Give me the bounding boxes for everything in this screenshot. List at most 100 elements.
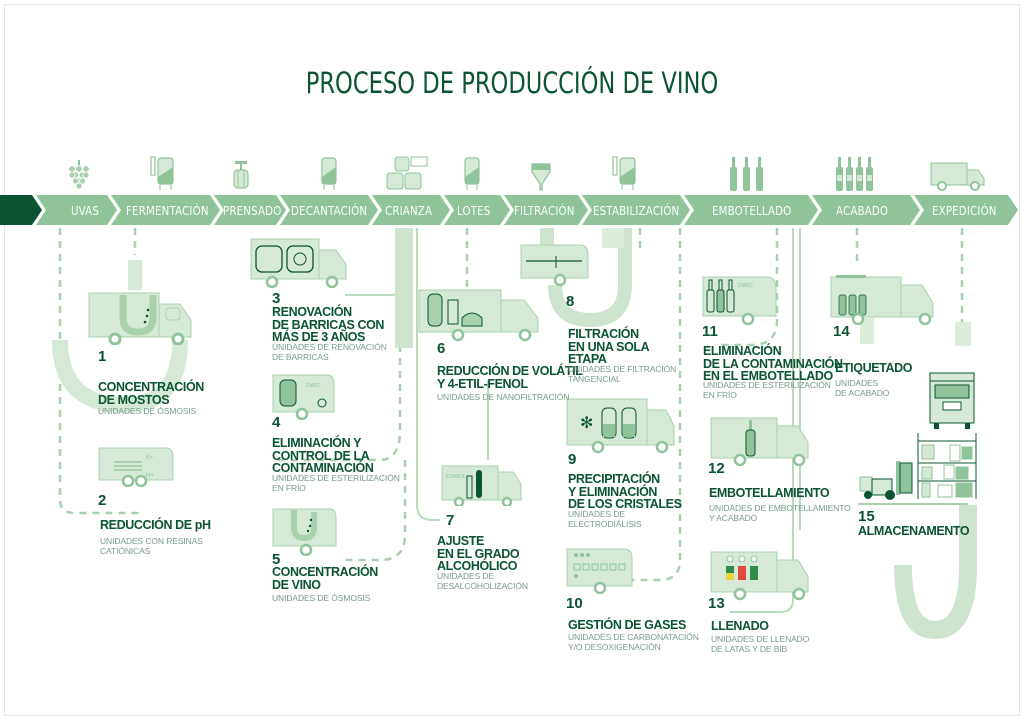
gas-management-trailer-icon xyxy=(566,548,633,594)
step-6-number: 6 xyxy=(437,340,446,357)
k-plus-label: K+ xyxy=(146,455,154,461)
chevron-uvas xyxy=(36,195,117,225)
dmdc-label-2: DMDC xyxy=(738,283,753,289)
chevron-filtracion xyxy=(504,195,588,225)
dmdc-label: DMDC xyxy=(306,383,321,389)
step-7-number: 7 xyxy=(446,512,455,529)
stage-label-uvas: UVAS xyxy=(71,203,100,218)
stage-label-acabado: ACABADO xyxy=(836,203,889,218)
sterilization-trailer-icon: DMDC xyxy=(272,374,335,420)
chevron-lotes xyxy=(444,195,510,225)
step-12-number: 12 xyxy=(708,460,725,477)
step-15-title: ALMACENAMENTO xyxy=(858,524,970,538)
connector-embot-line-a xyxy=(730,228,794,613)
nanofiltration-truck-icon xyxy=(418,289,539,342)
chevron-acabado xyxy=(812,195,920,225)
chevron-embotellado xyxy=(684,195,818,225)
step-2-title: REDUCCIÓN DE pH xyxy=(100,518,211,532)
warehouse-forklift-icon xyxy=(859,433,977,500)
chevron-decantacion xyxy=(280,195,378,225)
step-1-subtitle: UNIDADES DE ÓSMOSIS xyxy=(98,406,197,416)
tangential-filtration-trailer-icon xyxy=(520,244,589,287)
grapes-icon xyxy=(68,160,90,190)
barrels-icon xyxy=(386,156,428,190)
stage-label-fermentacion: FERMENTACIÓN xyxy=(126,203,209,218)
stage-label-filtracion: FILTRACIÓN xyxy=(514,203,575,218)
chevron-expedicion xyxy=(914,195,1018,225)
step-4-number: 4 xyxy=(272,414,281,431)
etanol-label: ETANOL xyxy=(446,474,466,480)
step-14-number: 14 xyxy=(833,323,850,340)
tank-icon xyxy=(321,157,337,190)
bottles-icon xyxy=(730,157,763,191)
step-13-title: LLENADO xyxy=(711,619,769,633)
connector-crianza-line xyxy=(416,228,440,521)
stage-label-decantacion: DECANTACIÓN xyxy=(291,203,368,218)
chevron-prensado xyxy=(214,195,286,225)
step-15-number: 15 xyxy=(858,508,875,525)
snowflake-icon: ✻ xyxy=(580,415,593,432)
stage-label-estabilizacion: ESTABILIZACIÓN xyxy=(593,203,680,218)
front-truck-icon xyxy=(929,372,975,429)
step-13-number: 13 xyxy=(708,595,725,612)
stage-label-prensado: PRENSADO xyxy=(223,203,282,218)
page-title: PROCESO DE PRODUCCIÓN DE VINO xyxy=(305,66,719,100)
filling-truck-icon xyxy=(710,551,809,601)
h-plus-label: H+ xyxy=(146,473,154,479)
labelled-bottles-icon xyxy=(836,157,873,191)
step-14-title: ETIQUETADO xyxy=(835,361,913,375)
bottling-sterilization-trailer-icon: DMDC xyxy=(702,276,777,326)
step-10-title: GESTIÓN DE GASES xyxy=(568,618,686,632)
page-frame xyxy=(4,4,1020,716)
stage-label-expedicion: EXPEDICIÓN xyxy=(932,203,997,218)
step-6-subtitle: UNIDADES DE NANOFILTRACIÓN xyxy=(437,392,570,402)
stage-label-embotellado: EMBOTELLADO xyxy=(712,203,792,218)
osmosis-trailer-icon xyxy=(272,508,337,556)
electrodialysis-truck-icon: ✻ xyxy=(566,398,675,454)
step-10-number: 10 xyxy=(566,595,583,612)
step-8-number: 8 xyxy=(566,293,575,310)
step-3-number: 3 xyxy=(272,290,281,307)
labelling-truck-icon xyxy=(830,275,934,325)
tank-icon xyxy=(464,157,480,190)
step-1-number: 1 xyxy=(98,348,107,365)
step-12-title: EMBOTELLAMIENTO xyxy=(709,486,830,500)
stage-label-lotes: LOTES xyxy=(457,203,491,218)
bar-start xyxy=(0,195,42,225)
dealcoholization-truck-icon: ETANOL xyxy=(441,465,522,506)
connector-crianza-5 xyxy=(340,460,407,562)
osmosis-truck-icon xyxy=(88,292,192,345)
process-bar xyxy=(0,195,1018,225)
fermentation-tank-icon xyxy=(150,156,174,190)
step-5-subtitle: UNIDADES DE ÓSMOSIS xyxy=(272,593,371,603)
chevron-crianza xyxy=(372,195,450,225)
resin-trailer-icon: K+ H+ xyxy=(98,447,174,487)
step-5-number: 5 xyxy=(272,551,281,568)
step-2-number: 2 xyxy=(98,492,107,509)
filter-funnel-icon xyxy=(531,163,551,191)
chevron-fermentacion xyxy=(111,195,220,225)
bottling-truck-icon xyxy=(710,417,809,466)
connector-crianza-4 xyxy=(272,228,402,462)
chevron-estabilizacion xyxy=(582,195,690,225)
press-icon xyxy=(233,161,249,189)
delivery-truck-icon xyxy=(930,162,985,191)
